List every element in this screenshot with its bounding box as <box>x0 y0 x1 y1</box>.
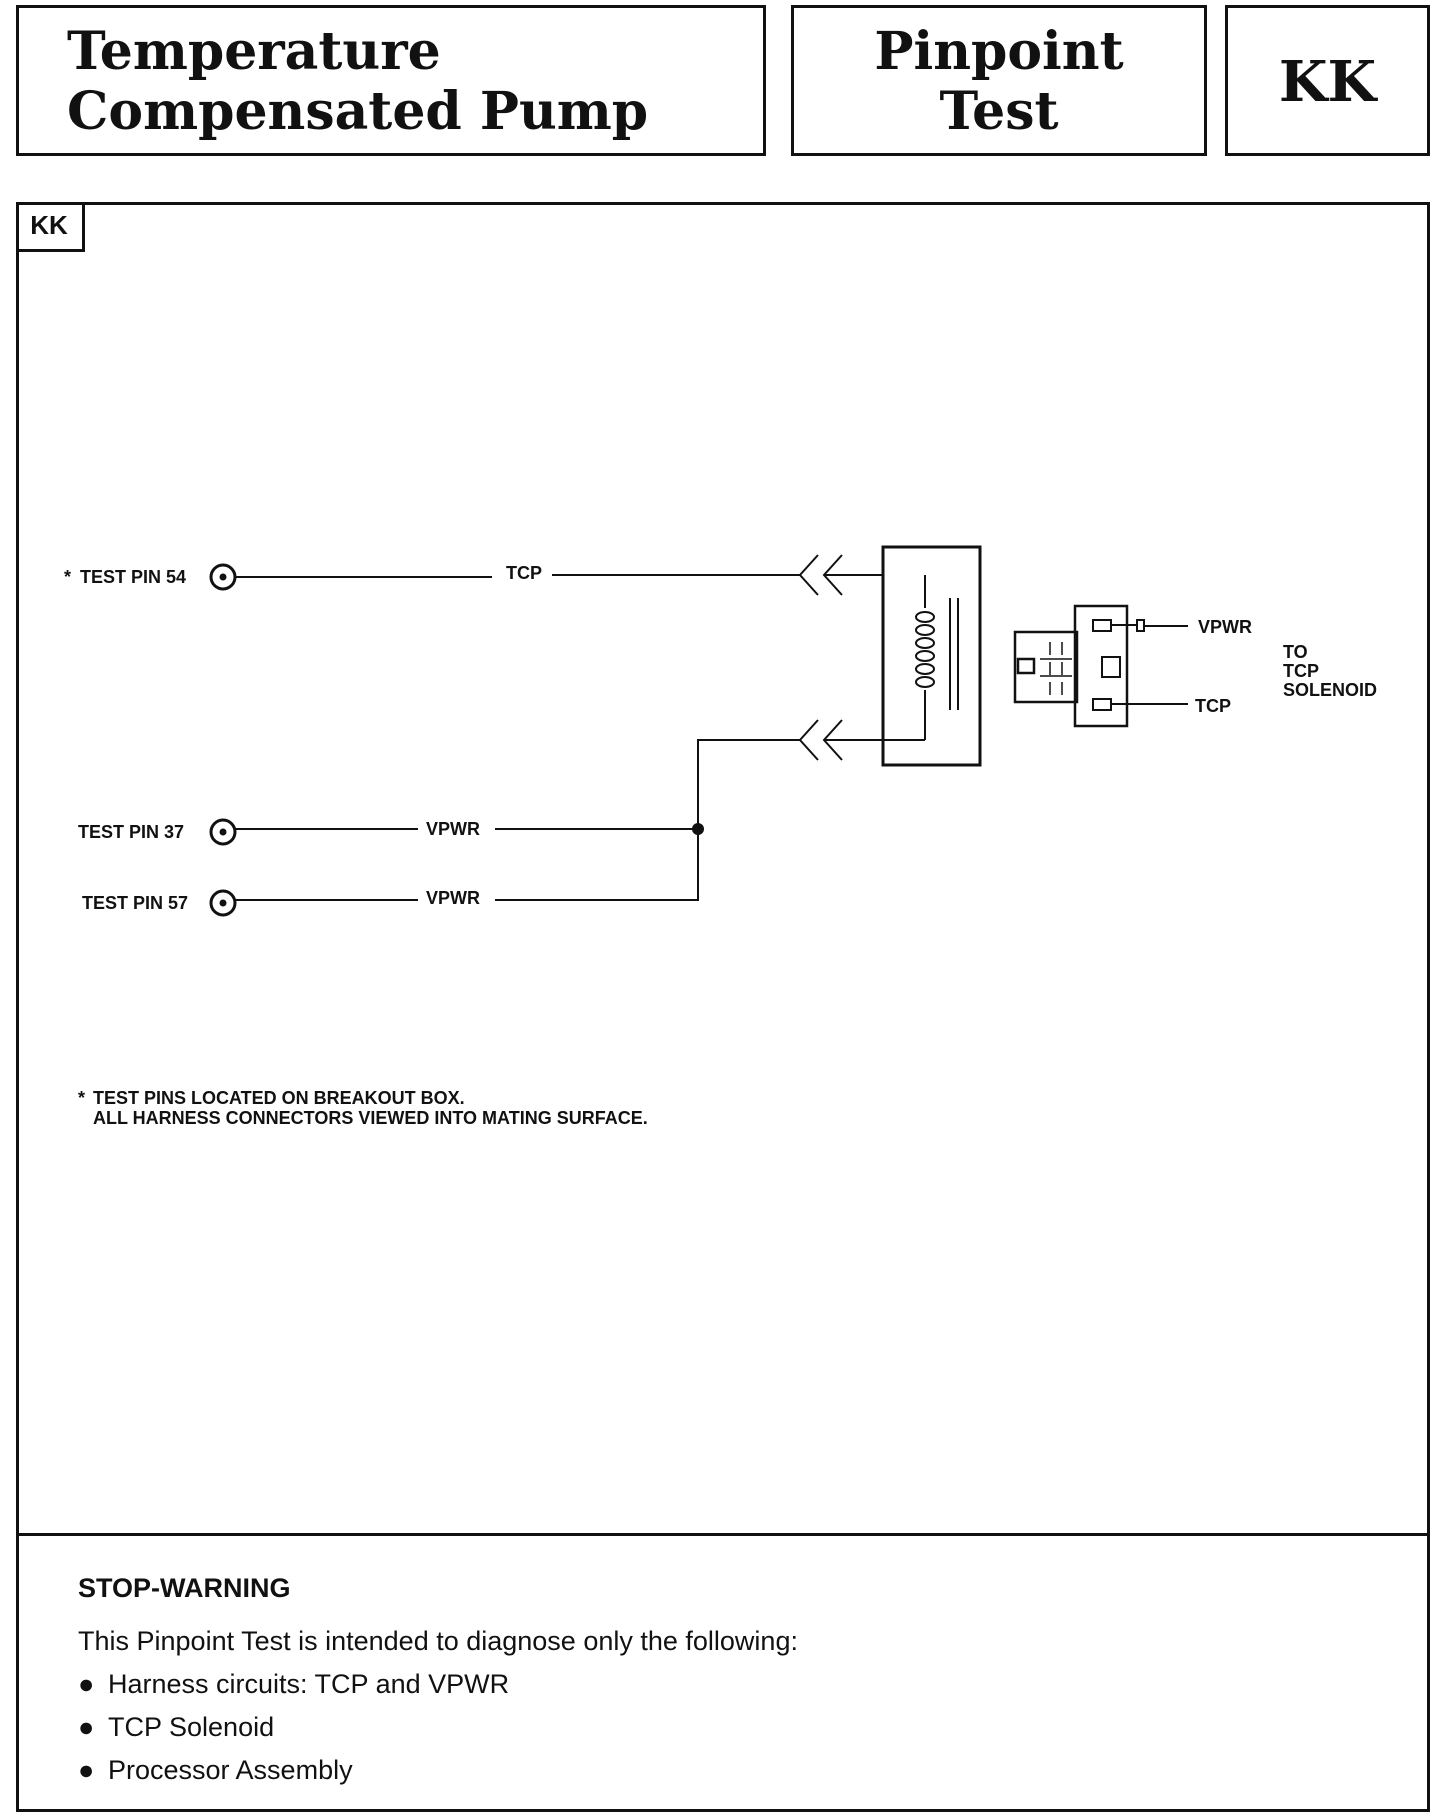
section-type: Pinpoint Test <box>794 22 1204 142</box>
vpwr-wire-57-right <box>495 829 699 901</box>
bullet-icon: ● <box>78 1712 95 1742</box>
list-item-text: Harness circuits: TCP and VPWR <box>108 1669 510 1699</box>
section-line-2: Test <box>939 81 1059 142</box>
title-line-2: Compensated Pump <box>67 81 649 142</box>
page-title: Temperature Compensated Pump <box>67 22 648 142</box>
note-line-2: ALL HARNESS CONNECTORS VIEWED INTO MATIN… <box>93 1108 648 1128</box>
list-item: ● Harness circuits: TCP and VPWR <box>78 1663 798 1706</box>
solenoid-box <box>881 545 982 767</box>
stop-warning-section: STOP-WARNING This Pinpoint Test is inten… <box>78 1567 798 1792</box>
test-pin-54-label: TEST PIN 54 <box>80 567 186 587</box>
section-type-box: Pinpoint Test <box>791 5 1207 156</box>
asterisk-mark: * <box>64 567 71 587</box>
bullet-icon: ● <box>78 1755 95 1785</box>
note-line-1: TEST PINS LOCATED ON BREAKOUT BOX. <box>93 1088 465 1108</box>
to-label-line-2: TCP <box>1283 661 1319 681</box>
section-divider <box>16 1533 1430 1536</box>
warning-heading: STOP-WARNING <box>78 1573 291 1603</box>
test-pin-57-label: TEST PIN 57 <box>82 893 188 913</box>
wire-tcp-label: TCP <box>506 563 542 583</box>
connector-tcp-label: TCP <box>1195 696 1231 716</box>
warning-intro: This Pinpoint Test is intended to diagno… <box>78 1626 798 1656</box>
wire-vpwr-label-2: VPWR <box>426 888 480 908</box>
note-asterisk: * <box>78 1088 85 1108</box>
list-item: ● Processor Assembly <box>78 1749 798 1792</box>
section-line-1: Pinpoint <box>874 21 1124 82</box>
vpwr-wire-riser <box>697 739 800 898</box>
wire-vpwr-label-1: VPWR <box>426 819 480 839</box>
title-line-1: Temperature <box>67 21 441 82</box>
test-pin-57-terminal <box>209 889 237 917</box>
connector-vpwr-label: VPWR <box>1198 617 1252 637</box>
list-item-text: TCP Solenoid <box>108 1712 275 1742</box>
test-pin-54-terminal <box>209 563 237 591</box>
warning-list: ● Harness circuits: TCP and VPWR ● TCP Sol… <box>78 1663 798 1792</box>
test-pin-37-label: TEST PIN 37 <box>78 822 184 842</box>
list-item: ● TCP Solenoid <box>78 1706 798 1749</box>
harness-connector <box>1013 604 1145 728</box>
bullet-icon: ● <box>78 1669 95 1699</box>
list-item-text: Processor Assembly <box>108 1755 353 1785</box>
test-code-box: KK <box>1225 5 1430 156</box>
solenoid-coil <box>883 575 959 741</box>
test-code: KK <box>1278 49 1377 115</box>
title-box: Temperature Compensated Pump <box>16 5 766 156</box>
test-pin-37-terminal <box>209 818 237 846</box>
to-label-line-1: TO <box>1283 642 1308 662</box>
to-label-line-3: SOLENOID <box>1283 680 1377 700</box>
diagram-tag: KK <box>16 202 85 252</box>
